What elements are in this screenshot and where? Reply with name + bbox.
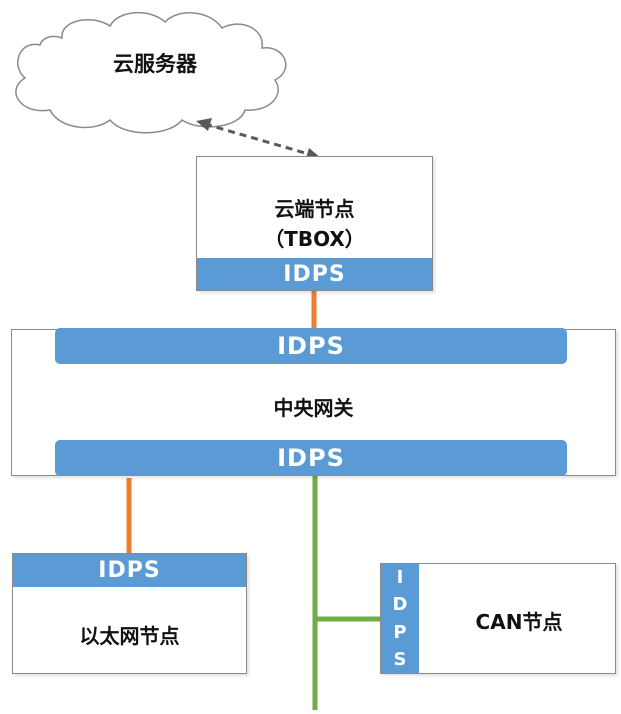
gateway-label: 中央网关 [273, 396, 354, 420]
can-idps-bar: I D P S [381, 564, 419, 673]
arrowhead-cloud-end [196, 118, 212, 131]
can-node: CAN节点 [380, 563, 616, 674]
tbox-idps-bar: IDPS [197, 258, 432, 290]
can-node-label: CAN节点 [475, 610, 563, 634]
tbox-subtitle: （TBOX） [264, 227, 365, 251]
can-idps-letter-s: S [393, 648, 407, 670]
cloud-server-label: 云服务器 [113, 52, 197, 76]
gateway-idps-bottom-bar: IDPS [55, 440, 567, 476]
ethernet-node-label: 以太网节点 [79, 624, 180, 648]
ethernet-idps-bar: IDPS [13, 554, 246, 587]
cloud-tbox-dashed-link [204, 122, 313, 157]
can-idps-letter-d: D [392, 594, 408, 616]
can-idps-letter-i: I [396, 567, 404, 589]
tbox-title: 云端节点 [274, 197, 355, 221]
cloud-shape [15, 11, 287, 134]
can-idps-letter-p: P [393, 621, 407, 643]
gateway-idps-top-bar: IDPS [55, 328, 567, 364]
